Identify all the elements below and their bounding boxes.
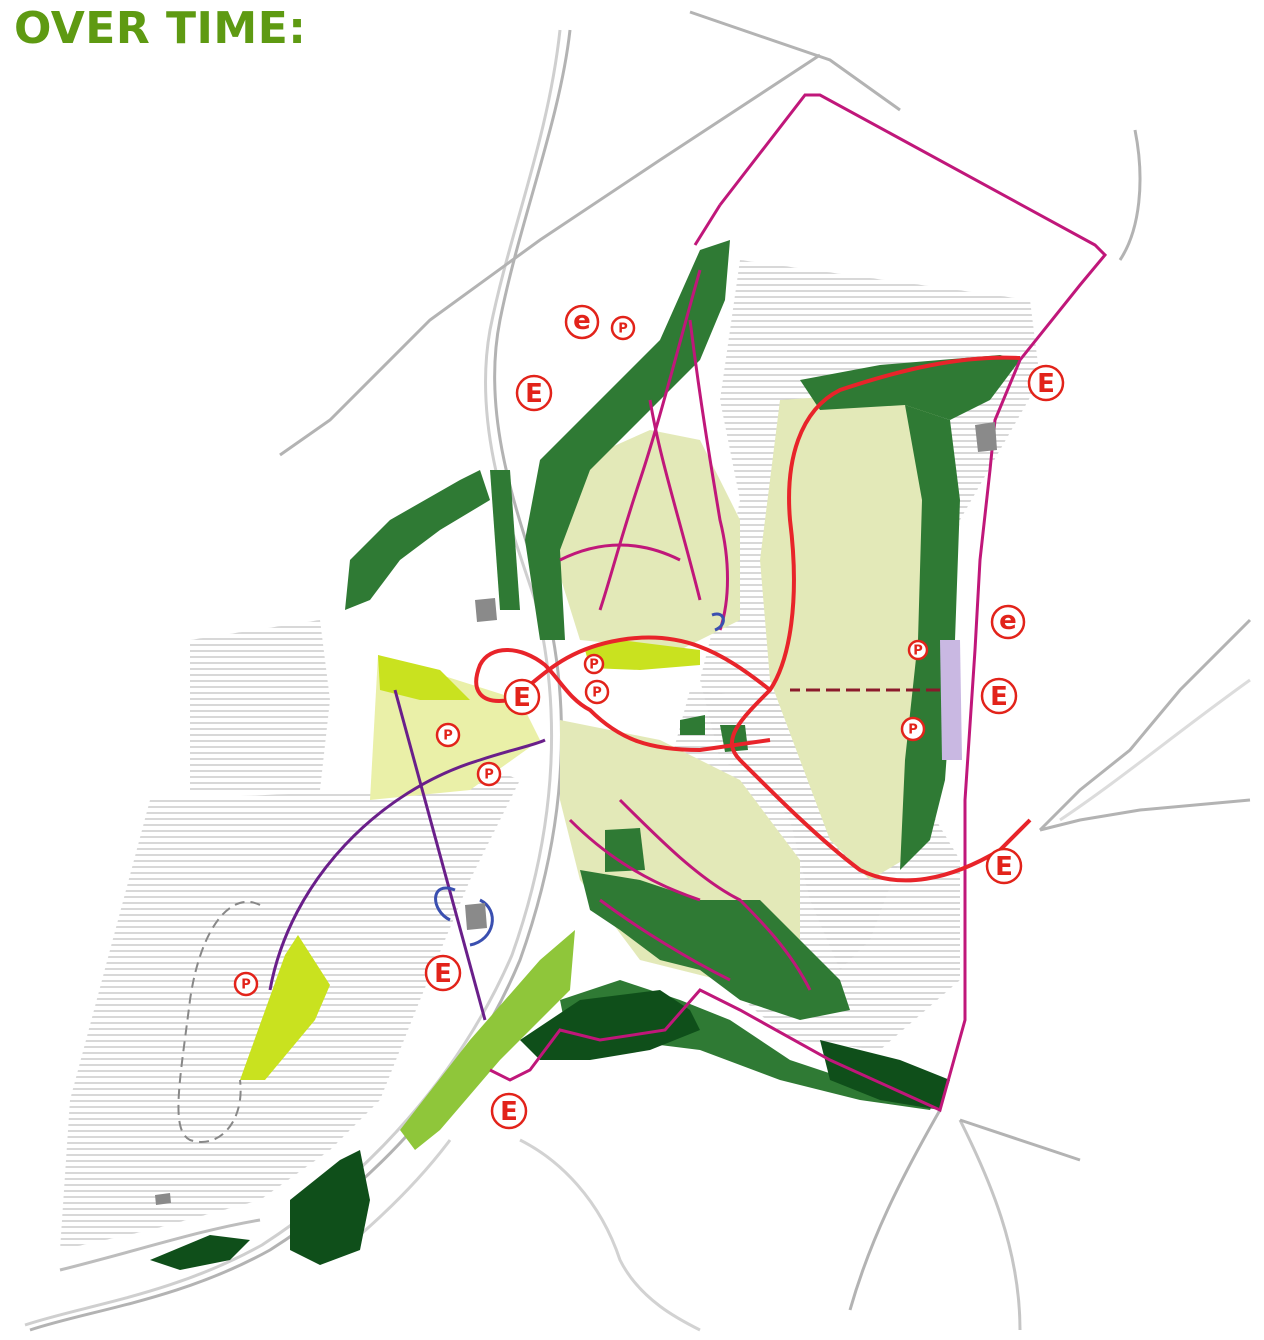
entrance-markers: E E E E E E E — [424, 364, 1065, 1130]
svg-text:E: E — [434, 959, 452, 989]
secondary-entrance-markers: e e — [564, 304, 1026, 640]
entrance-marker-icon: e — [990, 604, 1026, 640]
svg-text:P: P — [913, 644, 923, 659]
entrance-marker-icon: E — [985, 847, 1023, 885]
svg-text:P: P — [484, 768, 494, 783]
svg-text:E: E — [995, 852, 1013, 882]
svg-text:E: E — [525, 379, 543, 409]
parking-marker-icon: P — [907, 639, 929, 661]
entrance-marker-icon: E — [980, 677, 1018, 715]
entrance-marker-icon: E — [424, 954, 462, 992]
parking-marker-icon: P — [583, 653, 605, 675]
entrance-marker-icon: E — [503, 678, 541, 716]
main-route — [474, 355, 1032, 883]
svg-text:E: E — [1037, 369, 1055, 399]
parking-marker-icon: P — [435, 722, 461, 748]
parking-marker-icon: P — [584, 679, 610, 705]
parking-marker-icon: P — [476, 761, 502, 787]
svg-text:P: P — [241, 978, 251, 993]
svg-text:P: P — [618, 322, 628, 337]
parking-markers: P P P P P P P P — [233, 315, 929, 997]
lime-zones — [240, 640, 700, 1150]
svg-text:P: P — [592, 686, 602, 701]
parking-marker-icon: P — [233, 971, 259, 997]
entrance-marker-icon: E — [515, 374, 553, 412]
trail-network — [489, 93, 1108, 1113]
svg-text:E: E — [990, 682, 1008, 712]
parking-marker-icon: P — [610, 315, 636, 341]
forest-areas — [150, 990, 950, 1270]
svg-text:P: P — [589, 658, 599, 673]
entrance-marker-icon: E — [490, 1092, 528, 1130]
parking-blocks — [155, 422, 997, 1205]
svg-text:e: e — [999, 606, 1017, 636]
entrance-marker-icon: e — [564, 304, 600, 340]
svg-text:E: E — [500, 1097, 518, 1127]
page-title: OVER TIME: — [14, 3, 307, 54]
svg-text:E: E — [513, 683, 531, 713]
entrance-marker-icon: E — [1027, 364, 1065, 402]
svg-text:P: P — [908, 723, 918, 738]
parking-marker-icon: P — [900, 716, 926, 742]
svg-text:P: P — [443, 729, 453, 744]
svg-text:e: e — [573, 306, 591, 336]
